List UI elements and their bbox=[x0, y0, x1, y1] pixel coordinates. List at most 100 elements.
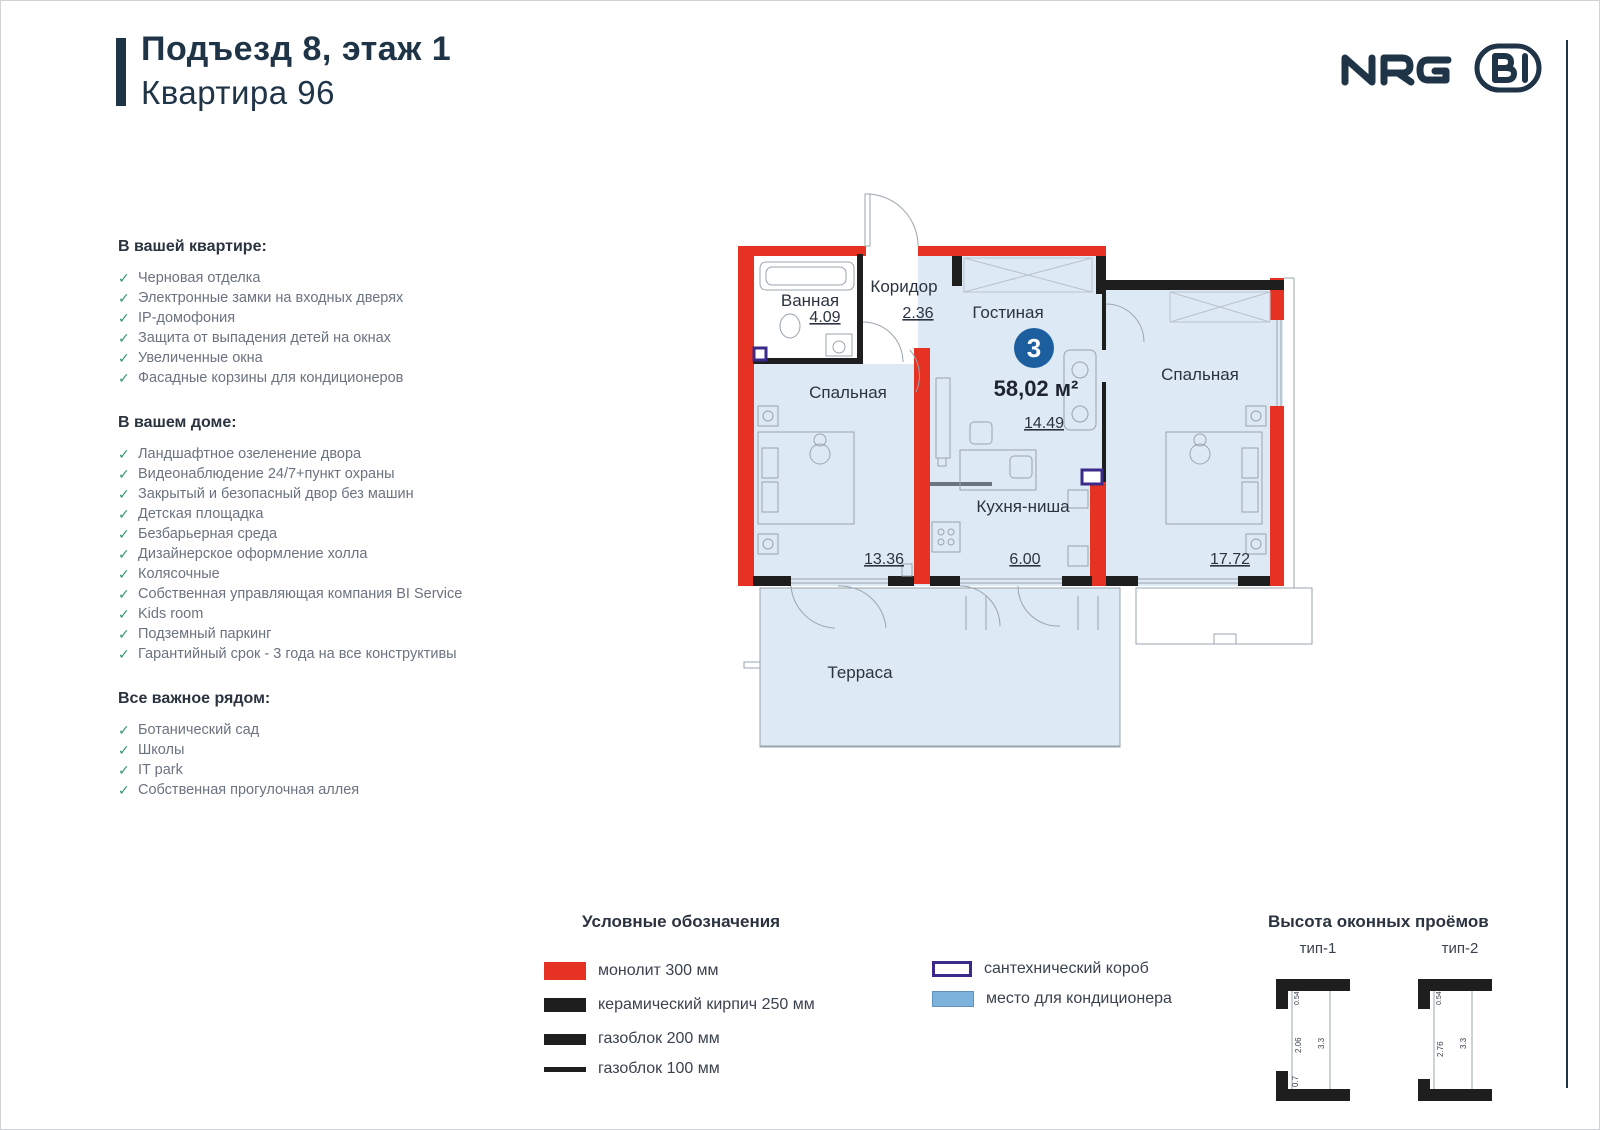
check-icon: ✓ bbox=[118, 290, 130, 306]
corridor-floor bbox=[863, 254, 918, 364]
list-item: ✓Собственная прогулочная аллея bbox=[118, 782, 360, 798]
room-name-bedroom-right: Спальная bbox=[1161, 365, 1239, 384]
nearby-list: ✓Ботанический сад ✓Школы ✓IT park ✓Собст… bbox=[118, 720, 598, 800]
room-area-living: 14.49 bbox=[1024, 415, 1064, 432]
svg-text:0.7: 0.7 bbox=[1291, 1075, 1300, 1087]
legend-swatch bbox=[932, 991, 974, 1007]
wall-monolith bbox=[738, 246, 1106, 256]
room-area-bedroom-left: 13.36 bbox=[864, 551, 904, 568]
legend-swatch bbox=[544, 962, 586, 980]
check-icon: ✓ bbox=[118, 466, 130, 482]
svg-text:3.3: 3.3 bbox=[1317, 1037, 1326, 1049]
list-item: ✓IT park bbox=[118, 762, 183, 778]
wall-monolith bbox=[738, 246, 754, 586]
plumbing-box bbox=[752, 346, 768, 362]
bathtub bbox=[759, 261, 855, 291]
wall-gasblock bbox=[753, 358, 863, 364]
check-icon: ✓ bbox=[118, 446, 130, 462]
page-title: Подъезд 8, этаж 1 bbox=[141, 30, 452, 68]
list-item: ✓Ботанический сад bbox=[118, 722, 260, 738]
check-icon: ✓ bbox=[118, 782, 130, 798]
window-type-1-diagram: 0.54 2.06 0.7 3.3 bbox=[1276, 979, 1350, 1101]
rooms-count-badge bbox=[1014, 328, 1054, 368]
wall-monolith bbox=[914, 348, 930, 584]
legend-item-gasblock-200: газоблок 200 мм bbox=[544, 1030, 720, 1048]
floor-plan: Ванная 4.09 Коридор 2.36 Гостиная 14.49 … bbox=[738, 193, 1313, 748]
list-item: ✓Подземный паркинг bbox=[118, 626, 272, 642]
list-item: ✓IP-домофония bbox=[118, 310, 236, 326]
check-icon: ✓ bbox=[118, 310, 130, 326]
apartment-number: Квартира 96 bbox=[141, 74, 335, 111]
list-item: ✓Колясочные bbox=[118, 566, 220, 582]
svg-text:0.54: 0.54 bbox=[1294, 991, 1301, 1005]
room-area-corridor: 2.36 bbox=[902, 305, 933, 322]
list-item: ✓Гарантийный срок - 3 года на все констр… bbox=[118, 646, 457, 662]
check-icon: ✓ bbox=[118, 626, 130, 642]
check-icon: ✓ bbox=[118, 646, 130, 662]
total-area: 58,02 м² bbox=[994, 376, 1079, 401]
svg-text:0.54: 0.54 bbox=[1436, 991, 1443, 1005]
list-item: ✓Увеличенные окна bbox=[118, 350, 263, 366]
check-icon: ✓ bbox=[118, 526, 130, 542]
plumbing-box bbox=[1080, 468, 1104, 486]
room-area-bedroom-right: 17.72 bbox=[1210, 551, 1250, 568]
list-item: ✓Защита от выпадения детей на окнах bbox=[118, 330, 391, 346]
svg-text:2.06: 2.06 bbox=[1294, 1037, 1303, 1053]
check-icon: ✓ bbox=[118, 370, 130, 386]
list-item: ✓Детская площадка bbox=[118, 506, 264, 522]
check-icon: ✓ bbox=[118, 566, 130, 582]
check-icon: ✓ bbox=[118, 486, 130, 502]
sink bbox=[825, 333, 853, 357]
terrace-area bbox=[759, 587, 1121, 747]
room-name-kitchen: Кухня-ниша bbox=[976, 497, 1070, 516]
list-item: ✓Школы bbox=[118, 742, 185, 758]
room-name-bathroom: Ванная bbox=[781, 291, 839, 310]
legend-item-monolith: монолит 300 мм bbox=[544, 962, 718, 980]
check-icon: ✓ bbox=[118, 506, 130, 522]
svg-text:3.3: 3.3 bbox=[1459, 1037, 1468, 1049]
check-icon: ✓ bbox=[118, 330, 130, 346]
check-icon: ✓ bbox=[118, 722, 130, 738]
wall-brick bbox=[1102, 280, 1284, 290]
list-item: ✓Видеонаблюдение 24/7+пункт охраны bbox=[118, 466, 395, 482]
list-item: ✓Дизайнерское оформление холла bbox=[118, 546, 368, 562]
svg-text:2.76: 2.76 bbox=[1436, 1041, 1445, 1057]
legend-swatch bbox=[544, 1033, 586, 1045]
window-heights-title: Высота оконных проёмов bbox=[1268, 912, 1489, 931]
room-name-bedroom-left: Спальная bbox=[809, 383, 887, 402]
legend-item-brick: керамический кирпич 250 мм bbox=[544, 996, 815, 1014]
right-rule bbox=[1566, 40, 1568, 1088]
check-icon: ✓ bbox=[118, 606, 130, 622]
legend-swatch bbox=[932, 961, 972, 977]
legend-item-ac: место для кондиционера bbox=[932, 990, 1172, 1008]
list-item: ✓Kids room bbox=[118, 606, 204, 622]
list-item: ✓Ландшафтное озеленение двора bbox=[118, 446, 362, 462]
list-item: ✓Собственная управляющая компания BI Ser… bbox=[118, 586, 463, 602]
legend-swatch bbox=[544, 998, 586, 1012]
list-item: ✓Закрытый и безопасный двор без машин bbox=[118, 486, 414, 502]
wall-brick bbox=[1096, 256, 1106, 294]
window-type-label: тип-1 bbox=[1299, 940, 1337, 957]
building-features-list: ✓Ландшафтное озеленение двора ✓Видеонабл… bbox=[118, 444, 598, 664]
nrg-bi-logo bbox=[1341, 43, 1542, 93]
rooms-count: 3 bbox=[1027, 333, 1041, 363]
room-name-terrace: Терраса bbox=[827, 663, 893, 682]
room-area-kitchen: 6.00 bbox=[1009, 551, 1040, 568]
entry-door bbox=[867, 193, 919, 247]
room-area-bathroom: 4.09 bbox=[809, 309, 840, 326]
window-type-1: тип-1 0.54 2.06 0.7 3.3 bbox=[1268, 940, 1368, 1112]
check-icon: ✓ bbox=[118, 742, 130, 758]
window-type-2: тип-2 0.54 2.76 3.3 bbox=[1410, 940, 1510, 1112]
room-name-corridor: Коридор bbox=[870, 277, 937, 296]
check-icon: ✓ bbox=[118, 546, 130, 562]
wall-gasblock bbox=[952, 256, 962, 286]
legend-item-plumbing: сантехнический короб bbox=[932, 960, 1149, 978]
legend-swatch bbox=[544, 1066, 586, 1072]
wall-monolith bbox=[1090, 482, 1106, 586]
room-name-living: Гостиная bbox=[972, 303, 1043, 322]
list-item: ✓Безбарьерная среда bbox=[118, 526, 278, 542]
balcony bbox=[1135, 587, 1313, 645]
window-type-2-diagram: 0.54 2.76 3.3 bbox=[1418, 979, 1492, 1101]
check-icon: ✓ bbox=[118, 270, 130, 286]
check-icon: ✓ bbox=[118, 350, 130, 366]
